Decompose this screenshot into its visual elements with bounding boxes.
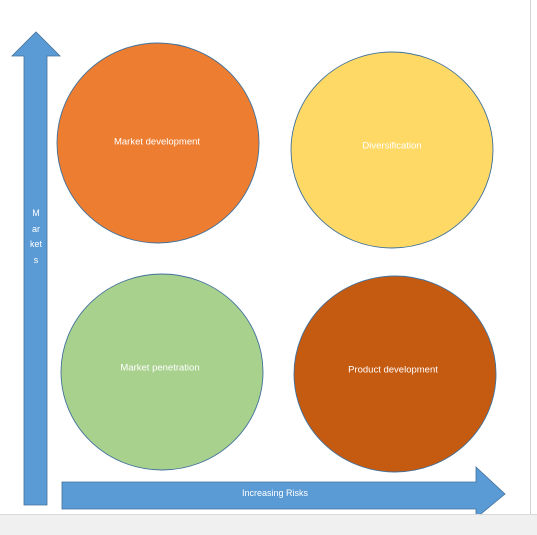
- market-penetration-label: Market penetration: [120, 362, 200, 374]
- diversification-label: Diversification: [362, 140, 422, 152]
- product-development-label: Product development: [348, 364, 438, 376]
- horizontal-axis-arrow: [61, 466, 506, 519]
- window-bottom-bar: [0, 514, 537, 535]
- markets-axis-label: Markets: [30, 208, 43, 265]
- diversification-circle: [290, 51, 494, 249]
- product-development-circle: [293, 275, 497, 473]
- market-development-label: Market development: [113, 136, 201, 148]
- market-penetration-circle: [60, 273, 264, 471]
- page-right-edge: [530, 0, 531, 514]
- vertical-axis-arrow: [11, 31, 61, 506]
- market-development-circle: [56, 42, 260, 244]
- increasing-risks-axis-label: Increasing Risks: [241, 488, 309, 498]
